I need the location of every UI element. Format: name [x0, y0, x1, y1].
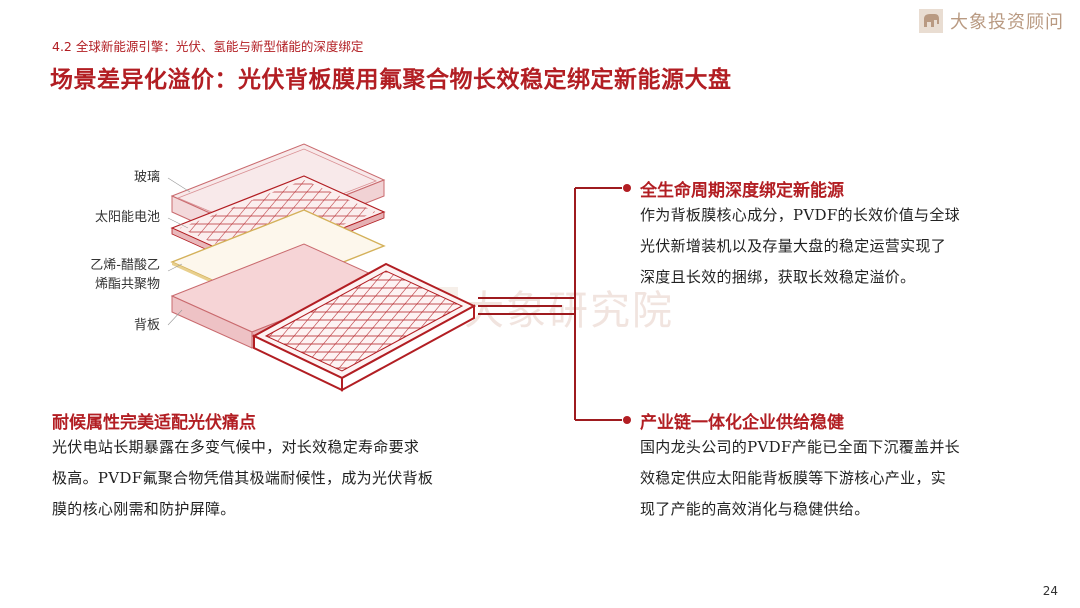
connector-lines	[478, 187, 622, 421]
label-leaders	[167, 177, 191, 326]
brand: 大象投资顾问	[918, 8, 1064, 34]
assembled-panel	[251, 262, 477, 392]
weather-line-3: 膜的核心刚需和防护屏障。	[52, 500, 236, 518]
supply-line-1: 国内龙头公司的PVDF产能已全面下沉覆盖并长	[640, 438, 960, 456]
weather-title: 耐候属性完美适配光伏痛点	[52, 413, 256, 433]
lifecycle-title: 全生命周期深度绑定新能源	[640, 181, 844, 201]
layer-label-eva: 乙烯-醋酸乙 烯酯共聚物	[70, 256, 160, 294]
bullet-dot-bottom	[623, 416, 631, 424]
watermark-text: 大象研究院	[464, 288, 674, 334]
supply-line-2: 效稳定供应太阳能背板膜等下游核心产业，实	[640, 469, 947, 487]
lifecycle-line-2: 光伏新增装机以及存量大盘的稳定运营实现了	[640, 237, 947, 255]
layer-label-backsheet: 背板	[133, 318, 160, 333]
weather-line-2: 极高。PVDF氟聚合物凭借其极端耐候性，成为光伏背板	[52, 469, 434, 487]
layer-label-eva-line1: 乙烯-醋酸乙	[90, 258, 160, 273]
lifecycle-line-1: 作为背板膜核心成分，PVDF的长效价值与全球	[640, 206, 960, 224]
lifecycle-body: 作为背板膜核心成分，PVDF的长效价值与全球 光伏新增装机以及存量大盘的稳定运营…	[640, 200, 1040, 293]
supply-line-3: 现了产能的高效消化与稳健供给。	[640, 500, 870, 518]
weather-body: 光伏电站长期暴露在多变气候中，对长效稳定寿命要求 极高。PVDF氟聚合物凭借其极…	[52, 432, 522, 525]
page-title: 场景差异化溢价：光伏背板膜用氟聚合物长效稳定绑定新能源大盘	[50, 66, 732, 93]
section-label: 4.2 全球新能源引擎：光伏、氢能与新型储能的深度绑定	[52, 39, 364, 54]
weather-line-1: 光伏电站长期暴露在多变气候中，对长效稳定寿命要求	[52, 438, 420, 456]
layer-label-solar-cell: 太阳能电池	[94, 210, 160, 225]
supply-body: 国内龙头公司的PVDF产能已全面下沉覆盖并长 效稳定供应太阳能背板膜等下游核心产…	[640, 432, 1040, 525]
lifecycle-line-3: 深度且长效的捆绑，获取长效稳定溢价。	[640, 268, 916, 286]
page-number: 24	[1042, 584, 1058, 598]
layer-label-glass: 玻璃	[133, 170, 160, 185]
layer-label-eva-line2: 烯酯共聚物	[94, 277, 160, 292]
brand-name: 大象投资顾问	[950, 12, 1064, 33]
elephant-logo-icon	[919, 9, 943, 33]
supply-title: 产业链一体化企业供给稳健	[640, 413, 844, 433]
bullet-dot-top	[623, 184, 631, 192]
